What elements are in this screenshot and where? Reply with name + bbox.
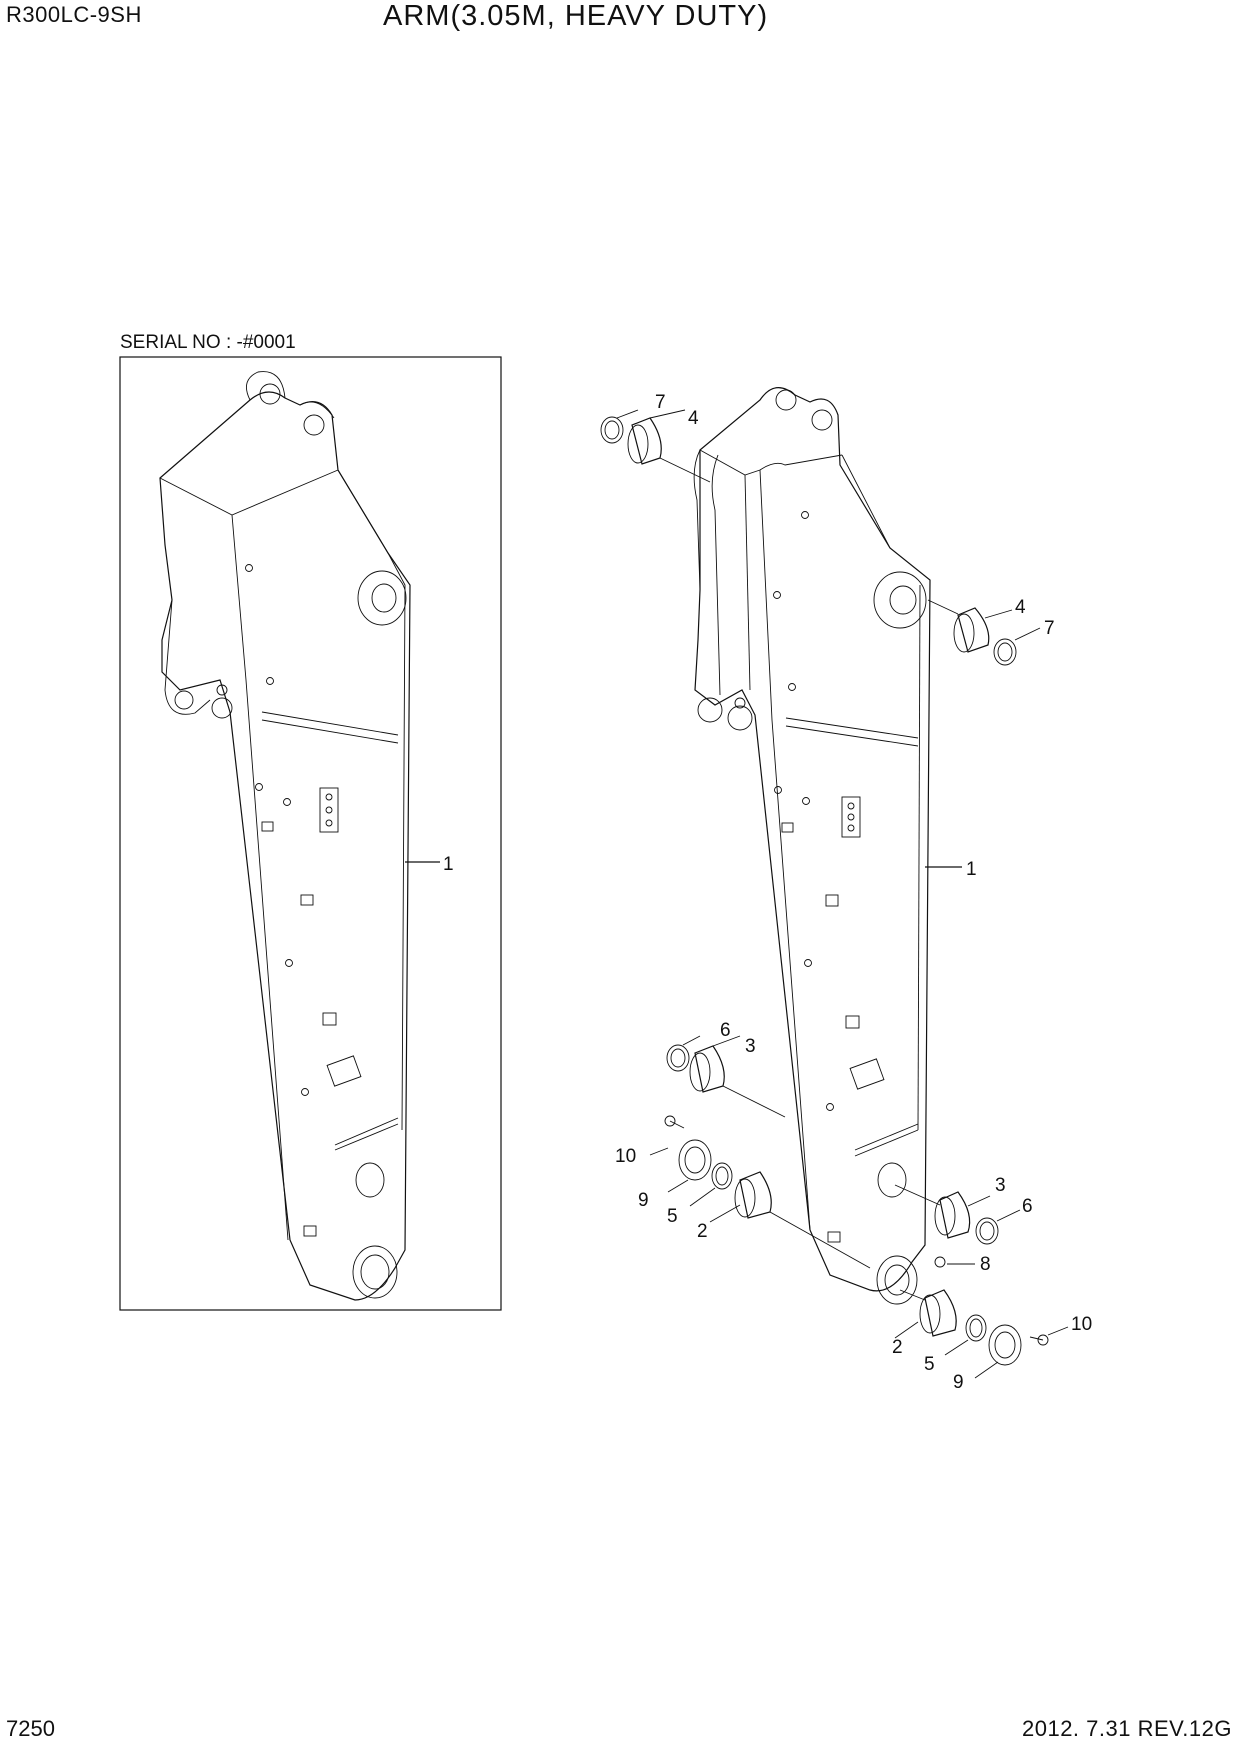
callout-10-right: 10 (1071, 1314, 1092, 1335)
callout-5-left: 5 (667, 1206, 678, 1227)
revision-date: 2012. 7.31 REV.12G (1021, 1716, 1232, 1741)
callout-7-right: 7 (1044, 618, 1055, 639)
callout-2-left: 2 (697, 1221, 708, 1242)
callout-8: 8 (980, 1254, 991, 1275)
right-arm-drawing (600, 387, 1069, 1379)
callout-6-right: 6 (1022, 1196, 1033, 1217)
left-arm-drawing: 1 (159, 371, 454, 1301)
page-title: ARM(3.05M, HEAVY DUTY) (383, 0, 769, 32)
callout-4-right: 4 (1015, 597, 1026, 618)
callout-6-left: 6 (720, 1020, 731, 1041)
callout-4-top: 4 (688, 408, 699, 429)
page-number: 7250 (6, 1716, 55, 1741)
callout-left-1: 1 (443, 854, 454, 875)
callout-9-right: 9 (953, 1372, 964, 1393)
callout-3-right: 3 (995, 1175, 1006, 1196)
callout-2-right: 2 (892, 1337, 903, 1358)
serial-number-label: SERIAL NO : -#0001 (120, 332, 296, 353)
callout-5-right: 5 (924, 1354, 935, 1375)
callout-7-top: 7 (655, 392, 666, 413)
callout-10-left: 10 (615, 1146, 636, 1167)
callout-3-left: 3 (745, 1036, 756, 1057)
model-code: R300LC-9SH (6, 2, 142, 27)
callout-9-left: 9 (638, 1190, 649, 1211)
callout-1-right: 1 (966, 859, 977, 880)
left-detail-frame (119, 356, 502, 1311)
